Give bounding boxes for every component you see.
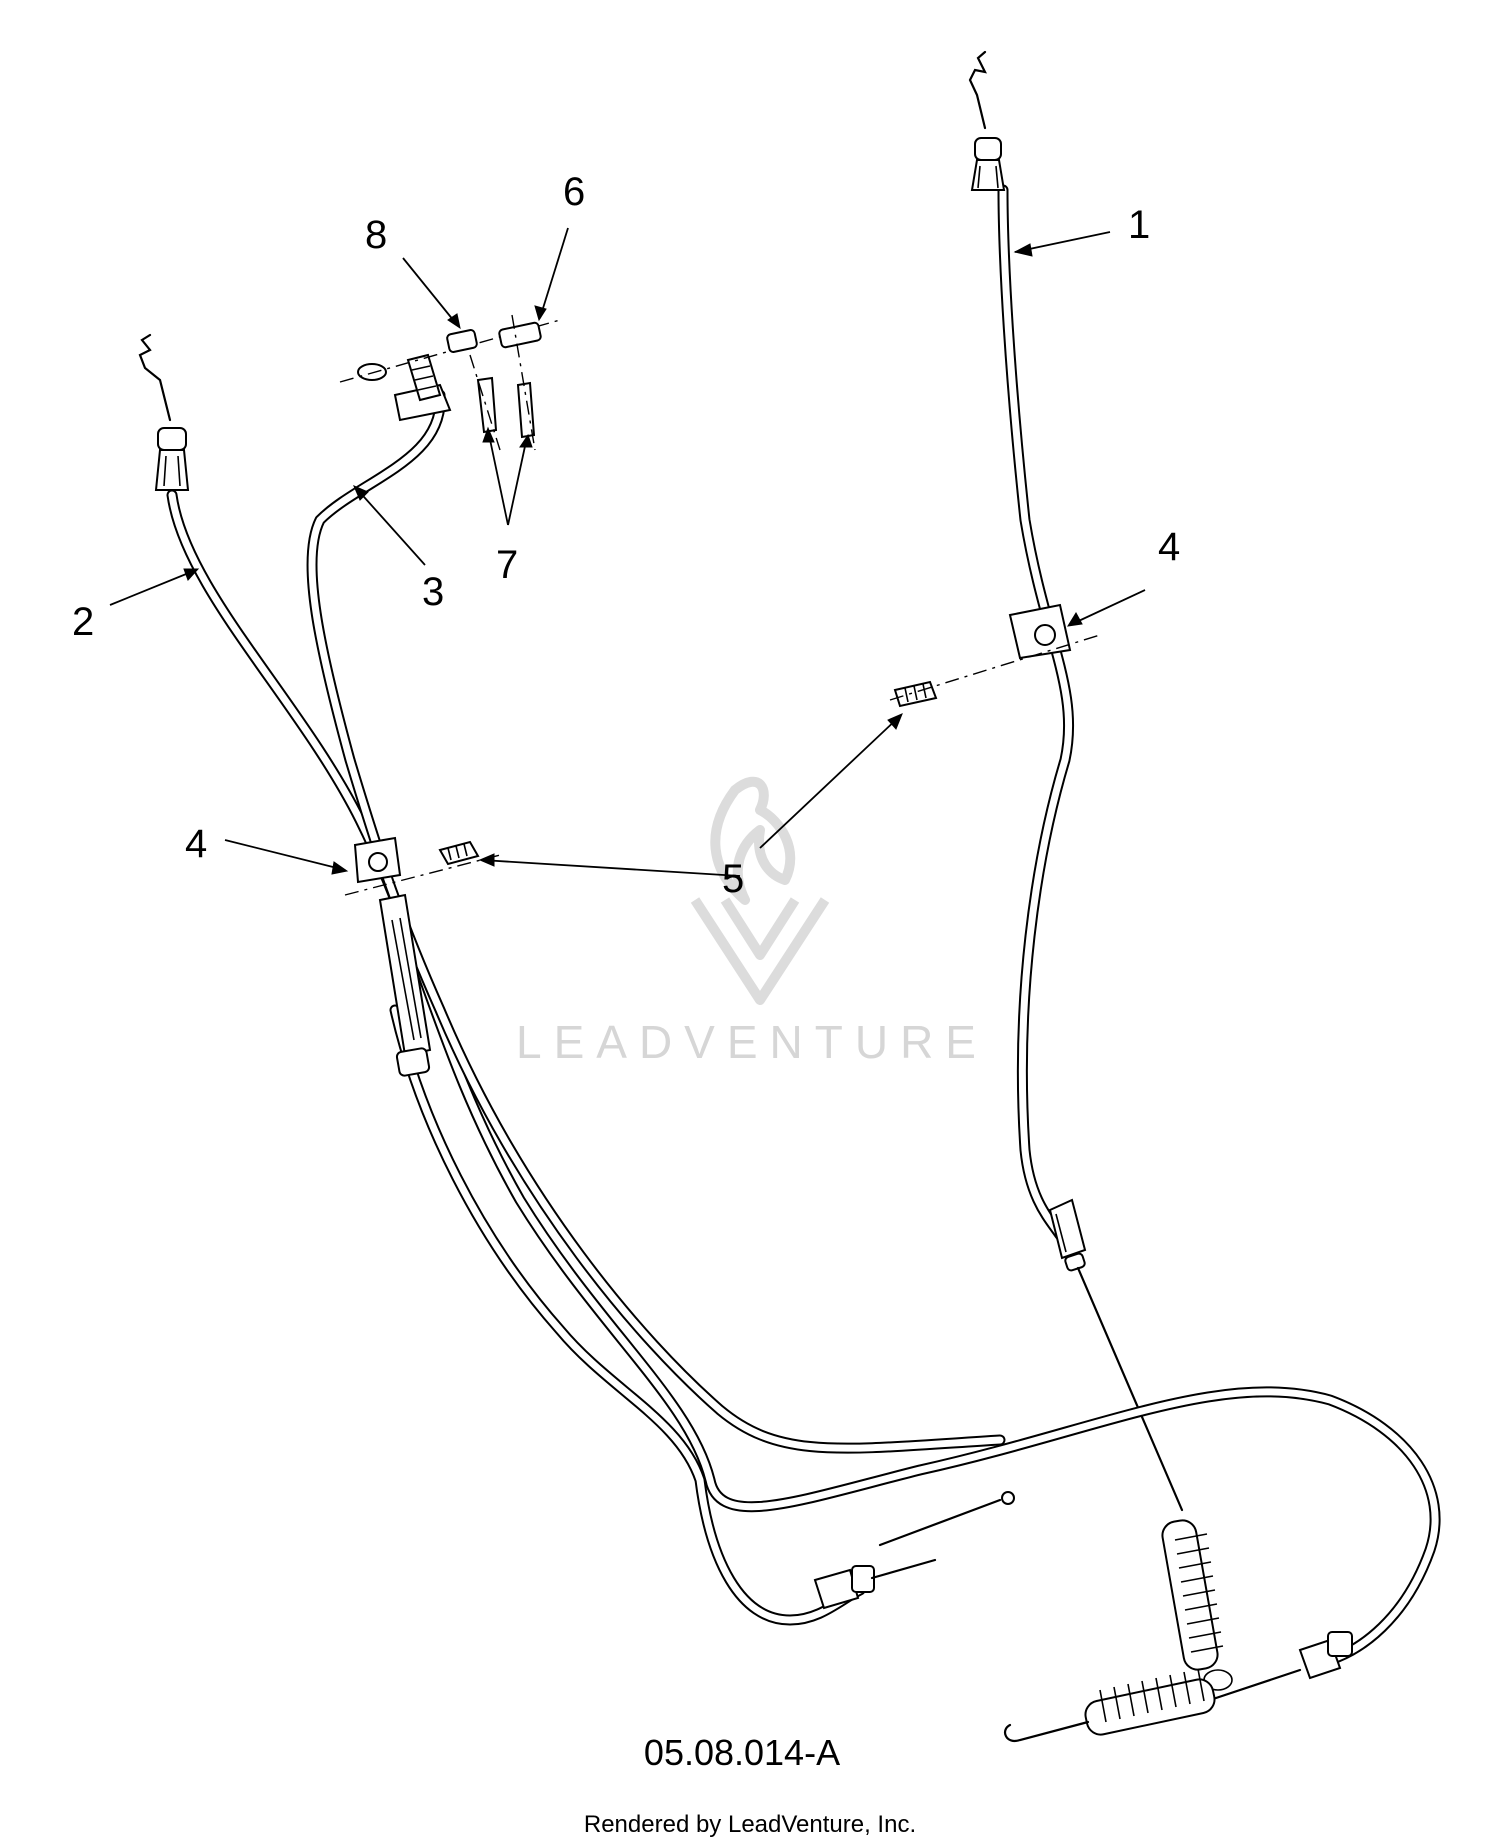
callout-2: 2 — [72, 600, 94, 644]
callout-4-right: 4 — [1158, 525, 1180, 569]
callout-5: 5 — [722, 857, 744, 901]
callout-3: 3 — [422, 570, 444, 614]
bracket-assembly — [339, 319, 561, 422]
watermark: LEADVENTURE — [516, 776, 988, 1068]
callout-7: 7 — [496, 543, 518, 587]
callout-1: 1 — [1128, 203, 1150, 247]
cable-branch-lower — [389, 1004, 937, 1626]
axis-left-clamp — [344, 854, 501, 896]
watermark-logo-icon — [690, 776, 830, 1005]
drawing-code: 05.08.014-A — [644, 1732, 840, 1773]
leader-lines — [109, 227, 1146, 877]
cable-2 — [138, 333, 1441, 1743]
callout-6: 6 — [563, 170, 585, 214]
cable-1 — [968, 50, 1233, 1691]
screw-5-right — [893, 680, 938, 708]
axis-right-clamp — [889, 634, 1101, 701]
callout-4-left: 4 — [185, 822, 207, 866]
callout-8: 8 — [365, 213, 387, 257]
clamp-4-right — [1008, 603, 1072, 660]
watermark-text: LEADVENTURE — [516, 1016, 988, 1068]
cable-3 — [306, 389, 1015, 1547]
spring-pins-7 — [469, 314, 536, 451]
pin-8 — [446, 329, 478, 353]
spring-1 — [1161, 1519, 1233, 1691]
pin-6 — [498, 321, 542, 349]
cable-sleeve — [378, 893, 432, 1077]
screw-5-left — [438, 840, 480, 866]
clamp-4-left — [353, 836, 402, 884]
rendered-credit: Rendered by LeadVenture, Inc. — [584, 1811, 916, 1838]
spring-2 — [1003, 1668, 1216, 1743]
